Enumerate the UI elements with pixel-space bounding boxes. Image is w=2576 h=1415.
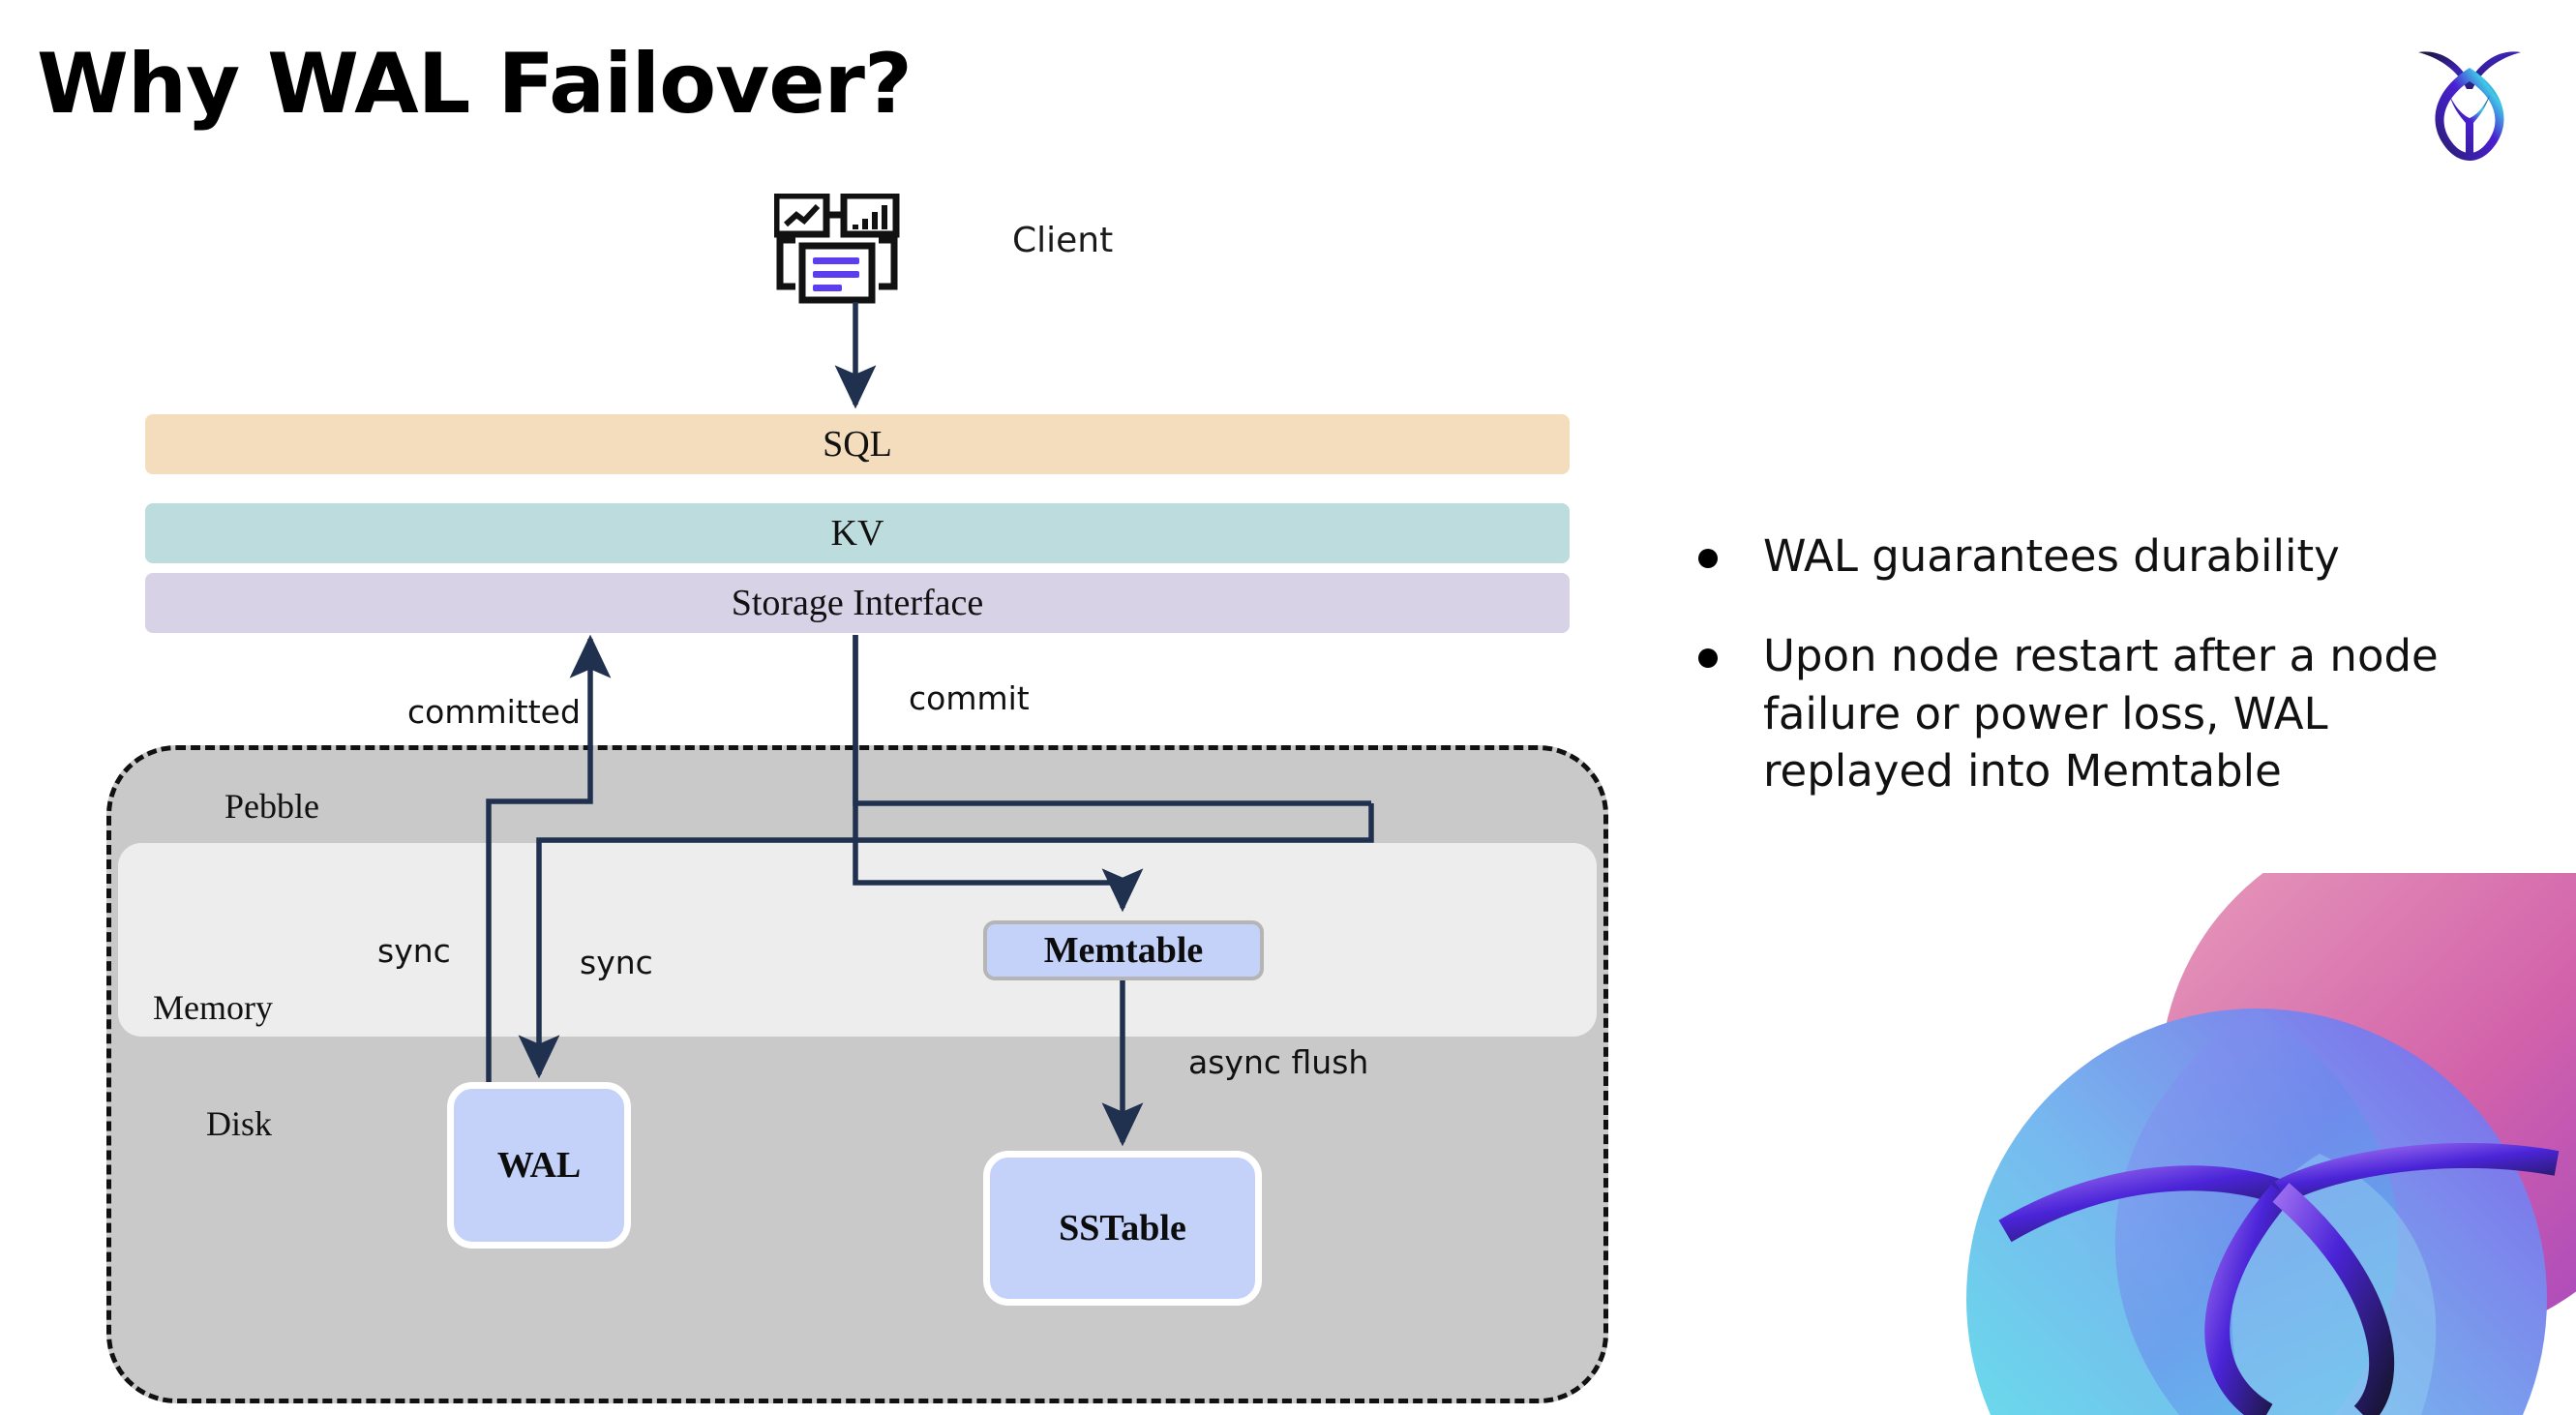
- store-box-sstable: SSTable: [983, 1151, 1262, 1306]
- store-label-wal: WAL: [496, 1145, 582, 1186]
- edge-label-committed: committed: [407, 693, 581, 731]
- cockroach-leaf-logo-icon: [2407, 29, 2532, 165]
- page-title: Why WAL Failover?: [37, 36, 913, 133]
- layer-label-storage: Storage Interface: [731, 583, 984, 623]
- store-label-memtable: Memtable: [1043, 930, 1204, 971]
- store-label-sstable: SSTable: [1059, 1208, 1186, 1249]
- layer-label-kv: KV: [830, 513, 884, 554]
- client-label: Client: [1012, 221, 1114, 260]
- overlapping-circles-decoration: [1879, 820, 2576, 1415]
- bullet-dot-icon: [1698, 648, 1718, 669]
- memory-label: Memory: [153, 988, 273, 1027]
- edge-label-commit: commit: [909, 679, 1030, 717]
- pebble-label: Pebble: [225, 787, 319, 826]
- bullet-list: WAL guarantees durability Upon node rest…: [1698, 527, 2501, 843]
- bullet-dot-icon: [1698, 549, 1718, 568]
- edge-label-sync-right: sync: [580, 944, 653, 981]
- edge-label-async-flush: async flush: [1188, 1043, 1369, 1081]
- store-box-memtable: Memtable: [983, 920, 1264, 980]
- edge-label-sync-left: sync: [377, 932, 451, 970]
- bullet-text: WAL guarantees durability: [1763, 530, 2340, 582]
- layer-bar-kv: KV: [145, 503, 1570, 563]
- disk-label: Disk: [206, 1104, 273, 1143]
- layer-label-sql: SQL: [823, 424, 892, 465]
- layer-bar-sql: SQL: [145, 414, 1570, 474]
- store-box-wal: WAL: [447, 1082, 631, 1249]
- bullet-text: Upon node restart after a node failure o…: [1763, 630, 2439, 798]
- memory-region: [118, 843, 1597, 1037]
- list-item: WAL guarantees durability: [1698, 527, 2501, 585]
- layer-bar-storage: Storage Interface: [145, 573, 1570, 633]
- list-item: Upon node restart after a node failure o…: [1698, 627, 2501, 799]
- client-terminal-icon: [772, 192, 929, 319]
